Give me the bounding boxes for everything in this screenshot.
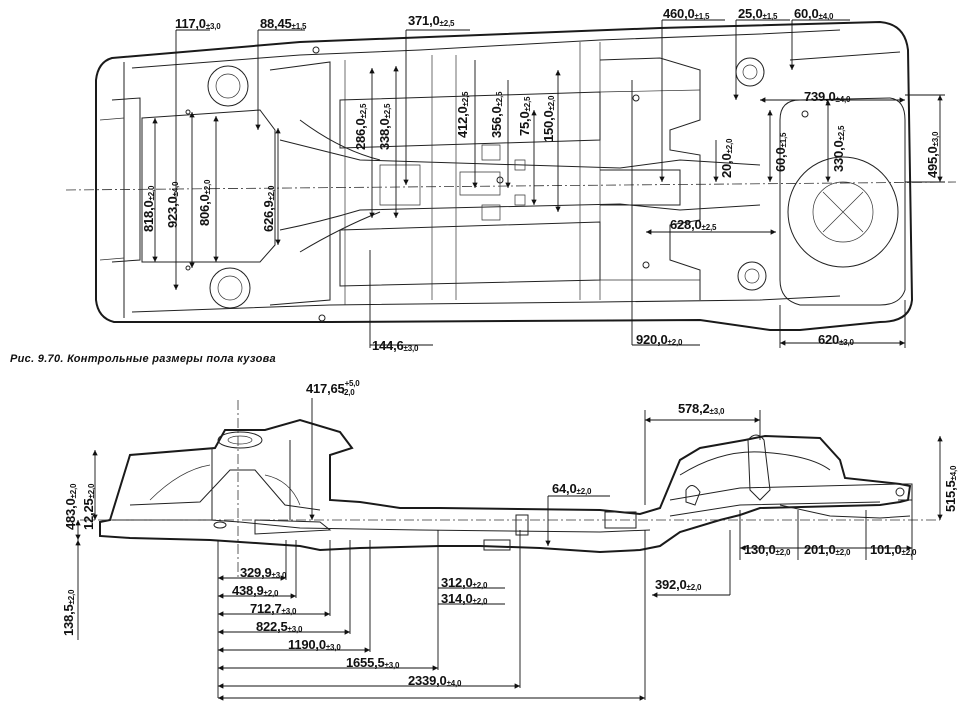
floor-plan-view <box>65 19 957 348</box>
dim-117: 117,0±3,0 <box>175 16 221 32</box>
dim-64: 64,0±2,0 <box>552 481 592 497</box>
dim-1190: 1190,0±3,0 <box>288 637 341 653</box>
dim-25: 25,0±1,5 <box>738 6 778 22</box>
dim-330: 330,0±2,5 <box>831 125 846 172</box>
dim-620: 620±3,0 <box>818 332 854 348</box>
dim-2339: 2339,0±4,0 <box>408 673 462 689</box>
figure-caption: Рис. 9.70. Контрольные размеры пола кузо… <box>10 353 276 365</box>
dim-75: 75,0±2,5 <box>517 96 532 136</box>
dim-412: 412,0±2,5 <box>455 91 470 138</box>
dim-578: 578,2±3,0 <box>678 401 725 417</box>
dim-130: 130,0±2,0 <box>744 542 791 558</box>
dim-626: 626,9±2,0 <box>261 185 276 232</box>
dim-150: 150,0±2,0 <box>541 95 556 142</box>
dim-314: 314,0±2,0 <box>441 591 488 607</box>
dim-822: 822,5±3,0 <box>256 619 303 635</box>
dim-438: 438,9±2,0 <box>232 583 279 599</box>
dim-138: 138,5±2,0 <box>61 589 76 636</box>
dim-806: 806,0±2,0 <box>197 179 212 226</box>
dim-515: 515,5±4,0 <box>943 465 958 512</box>
dim-371: 371,0±2,5 <box>408 13 455 29</box>
dim-329: 329,9±3,0 <box>240 565 287 581</box>
dim-712: 712,7±3,0 <box>250 601 297 617</box>
dim-392: 392,0±2,0 <box>655 577 702 593</box>
dim-628: 628,0±2,5 <box>670 217 717 233</box>
dim-144: 144,6±3,0 <box>372 338 419 354</box>
dim-312: 312,0±2,0 <box>441 575 488 591</box>
dim-286: 286,0±2,5 <box>353 103 368 150</box>
dim-356: 356,0±2,5 <box>489 91 504 138</box>
dim-201: 201,0±2,0 <box>804 542 851 558</box>
dim-920: 920,0±2,0 <box>636 332 683 348</box>
dim-88: 88,45±1,5 <box>260 16 307 32</box>
dim-417: 417,65+5,0-2,0 <box>306 379 360 397</box>
dim-20: 20,0±2,0 <box>719 138 734 178</box>
dim-460: 460,0±1,5 <box>663 6 710 22</box>
dim-12: 12,25±2,0 <box>81 483 96 530</box>
side-profile-view <box>75 398 943 701</box>
dim-923: 923,0±4,0 <box>165 181 180 228</box>
dim-60-v: 60,0±1,5 <box>773 132 788 172</box>
dim-483: 483,0±2,0 <box>63 483 78 530</box>
dim-818: 818,0±2,0 <box>141 185 156 232</box>
dim-739: 739,0±4,0 <box>804 89 851 105</box>
dim-495: 495,0±3,0 <box>925 131 940 178</box>
dim-338: 338,0±2,5 <box>377 103 392 150</box>
dim-1655: 1655,5±3,0 <box>346 655 400 671</box>
dim-101: 101,0±2,0 <box>870 542 917 558</box>
dim-60-h: 60,0±4,0 <box>794 6 834 22</box>
